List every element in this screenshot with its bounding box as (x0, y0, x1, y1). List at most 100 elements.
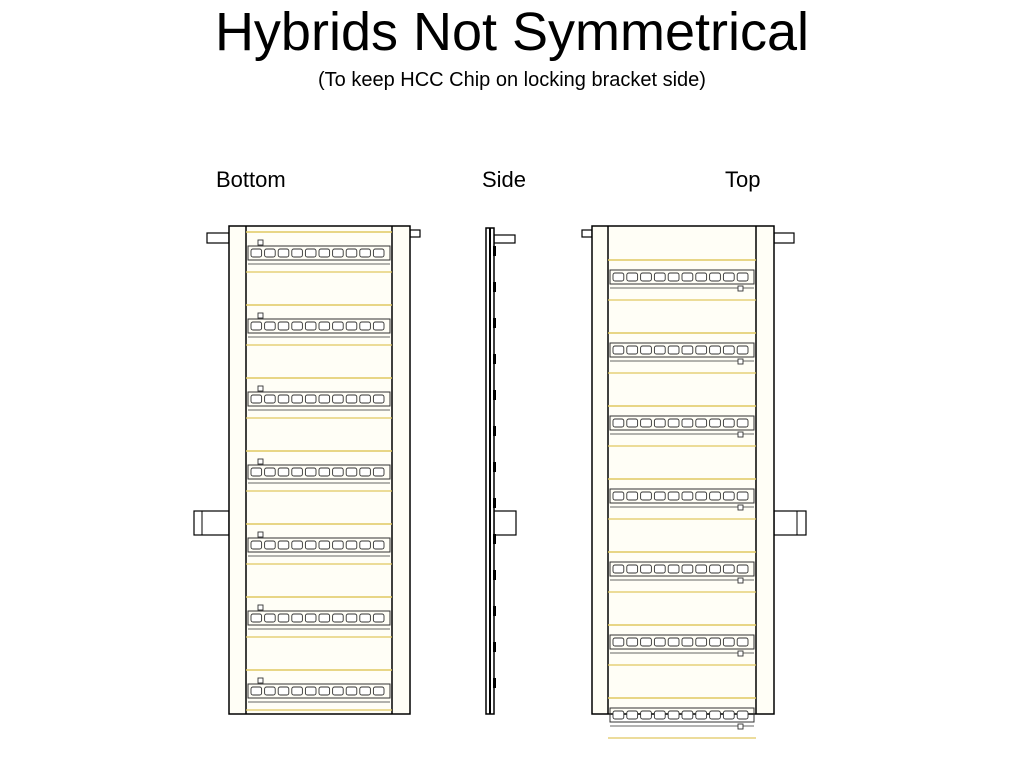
top-readout-chip (709, 418, 721, 428)
bottom-readout-chip (264, 394, 276, 404)
bottom-readout-chip (345, 613, 358, 623)
bottom-readout-chip (318, 321, 331, 331)
view-label-bottom: Bottom (216, 167, 286, 192)
top-readout-chip (667, 637, 680, 647)
top-readout-chip (722, 637, 735, 647)
slide-subtitle: (To keep HCC Chip on locking bracket sid… (318, 69, 706, 91)
bottom-readout-chip (264, 613, 276, 623)
side-component-bump (493, 498, 496, 508)
bottom-hcc-chip (257, 677, 264, 684)
bottom-readout-chip (372, 467, 385, 477)
bottom-hybrid (247, 604, 391, 630)
top-readout-chip (722, 710, 735, 720)
top-readout-chip (722, 418, 735, 428)
bottom-readout-chip (359, 248, 371, 258)
top-hybrid (609, 707, 755, 730)
slide-title: Hybrids Not Symmetrical (214, 2, 810, 62)
top-readout-chip (626, 418, 639, 428)
top-readout-chip (612, 710, 625, 720)
bottom-readout-chip (345, 467, 358, 477)
top-readout-chip (653, 564, 666, 574)
top-hybrid (609, 269, 755, 292)
top-hybrid (609, 488, 755, 511)
top-locking-bracket (773, 510, 807, 536)
bottom-readout-chip (372, 540, 385, 550)
bottom-readout-chip (372, 248, 385, 258)
bottom-readout-chip (250, 540, 263, 550)
top-readout-chip (681, 418, 694, 428)
bottom-readout-chip (345, 686, 358, 696)
top-hybrid (609, 342, 755, 365)
top-readout-chip (667, 491, 680, 501)
top-hcc-chip (737, 358, 744, 365)
bottom-readout-chip (359, 467, 371, 477)
top-readout-chip (681, 710, 694, 720)
top-hybrid (609, 561, 755, 584)
top-readout-chip (667, 272, 680, 282)
bottom-hybrid (247, 531, 391, 557)
bottom-readout-chip (250, 613, 263, 623)
bottom-readout-chip (372, 613, 385, 623)
top-readout-chip (709, 272, 721, 282)
bottom-readout-chip (277, 613, 290, 623)
bottom-readout-chip (318, 467, 331, 477)
side-component-bump (493, 642, 496, 652)
bottom-readout-chip (264, 540, 276, 550)
top-readout-chip (640, 710, 652, 720)
side-component-bump (493, 282, 496, 292)
side-component-bump (493, 354, 496, 364)
bottom-readout-chip (345, 540, 358, 550)
top-readout-chip (612, 491, 625, 501)
bottom-readout-chip (304, 686, 317, 696)
top-readout-chip (612, 564, 625, 574)
top-readout-chip (626, 637, 639, 647)
view-label-side: Side (482, 167, 527, 192)
side-top-pin (493, 234, 516, 244)
bottom-readout-chip (291, 467, 303, 477)
top-readout-chip (681, 637, 694, 647)
top-readout-chip (626, 272, 639, 282)
top-readout-chip (667, 345, 680, 355)
bottom-hybrid (247, 312, 391, 338)
bottom-readout-chip (345, 248, 358, 258)
top-right-pin (773, 232, 795, 244)
top-readout-chip (626, 710, 639, 720)
bottom-readout-chip (359, 613, 371, 623)
top-readout-chip (695, 345, 708, 355)
bottom-readout-chip (250, 467, 263, 477)
bottom-readout-chip (359, 686, 371, 696)
top-readout-chip (736, 345, 749, 355)
bottom-readout-chip (304, 394, 317, 404)
bottom-readout-chip (359, 394, 371, 404)
top-readout-chip (709, 345, 721, 355)
bottom-hcc-chip (257, 385, 264, 392)
top-readout-chip (736, 710, 749, 720)
top-readout-chip (722, 272, 735, 282)
bottom-readout-chip (250, 686, 263, 696)
bottom-readout-chip (291, 613, 303, 623)
bottom-readout-chip (318, 686, 331, 696)
top-readout-chip (695, 491, 708, 501)
top-readout-chip (736, 491, 749, 501)
top-view-drawing (581, 225, 807, 739)
top-hybrid (609, 415, 755, 438)
bottom-readout-chip (264, 248, 276, 258)
side-component-bump (493, 426, 496, 436)
side-component-bump (493, 390, 496, 400)
top-hcc-chip (737, 285, 744, 292)
bottom-readout-chip (304, 321, 317, 331)
bottom-locking-bracket (193, 510, 230, 536)
top-readout-chip (653, 710, 666, 720)
top-readout-chip (612, 272, 625, 282)
bottom-readout-chip (332, 540, 344, 550)
bottom-readout-chip (304, 540, 317, 550)
bottom-readout-chip (291, 321, 303, 331)
top-hcc-chip (737, 723, 744, 730)
bottom-readout-chip (277, 321, 290, 331)
side-component-bump (493, 678, 496, 688)
top-readout-chip (736, 418, 749, 428)
bottom-readout-chip (359, 540, 371, 550)
bottom-hcc-chip (257, 458, 264, 465)
bottom-readout-chip (277, 467, 290, 477)
